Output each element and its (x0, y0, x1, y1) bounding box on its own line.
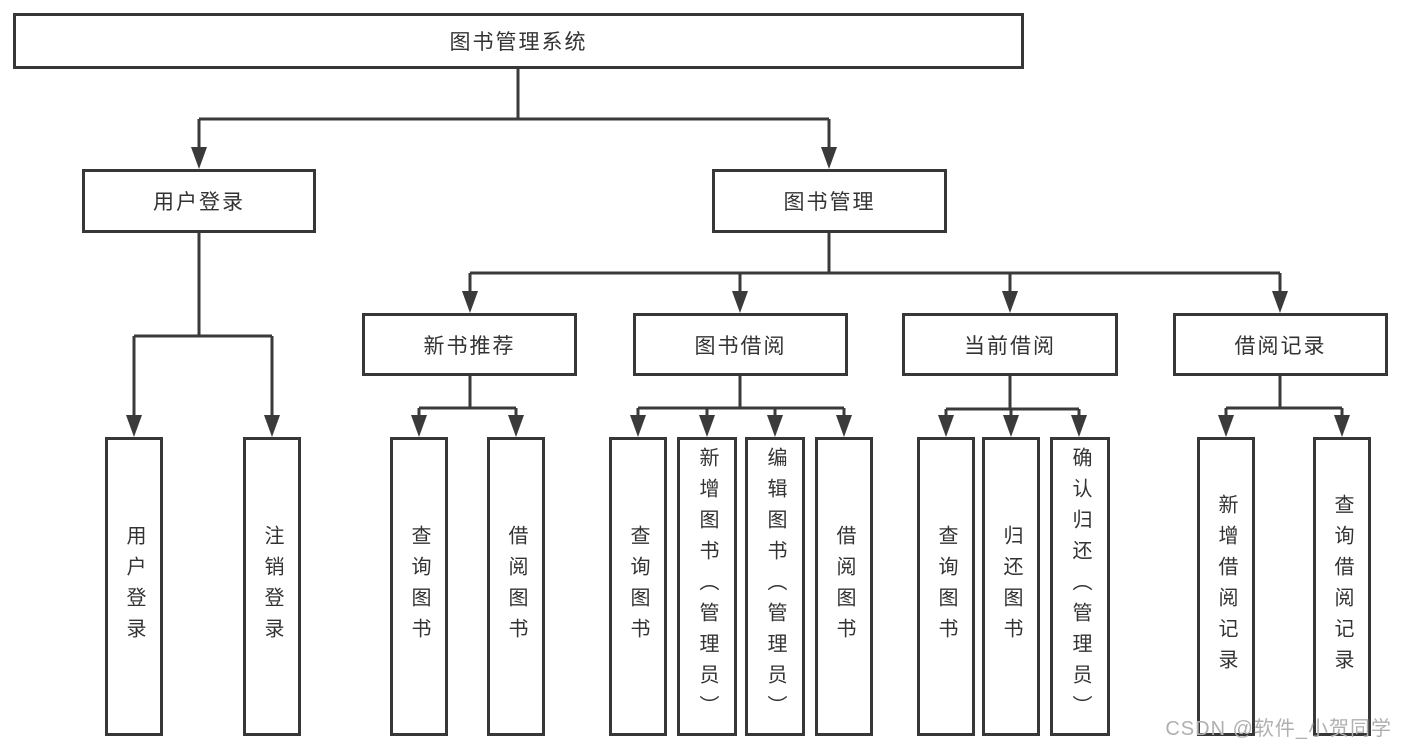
leaf-borrow-books: 借阅图书 (487, 437, 545, 736)
node-label: 编辑图书（管理员） (764, 447, 786, 726)
leaf-user-login: 用户登录 (105, 437, 163, 736)
leaf-query-books: 查询图书 (917, 437, 975, 736)
node-label: 用户登录 (123, 524, 145, 649)
node-label: 确认归还（管理员） (1069, 447, 1091, 726)
node-book-borrowing: 图书借阅 (633, 313, 848, 376)
leaf-edit-books-admin: 编辑图书（管理员） (745, 437, 805, 736)
node-label: 新书推荐 (423, 334, 516, 358)
node-label: 图书借阅 (694, 334, 787, 358)
leaf-confirm-return-admin: 确认归还（管理员） (1050, 437, 1110, 736)
node-label: 查询借阅记录 (1331, 493, 1353, 680)
node-label: 借阅图书 (833, 524, 855, 649)
connector-login-to-leaves (126, 233, 280, 437)
node-label: 新增借阅记录 (1215, 493, 1237, 680)
node-label: 用户登录 (153, 191, 245, 214)
leaf-query-books: 查询图书 (609, 437, 667, 736)
node-label: 新增图书（管理员） (696, 447, 718, 726)
connector-borrow-to-leaves (630, 376, 852, 437)
leaf-borrow-books: 借阅图书 (815, 437, 873, 736)
leaf-query-books: 查询图书 (390, 437, 448, 736)
connector-mgmt-to-level3 (462, 233, 1288, 313)
node-label: 借阅图书 (505, 524, 527, 649)
node-system-root: 图书管理系统 (13, 13, 1024, 69)
leaf-add-borrow-record: 新增借阅记录 (1197, 437, 1255, 736)
node-label: 查询图书 (408, 524, 430, 649)
connector-current-to-leaves (938, 376, 1087, 437)
node-label: 图书管理 (783, 191, 876, 214)
node-label: 查询图书 (627, 524, 649, 649)
node-label: 注销登录 (261, 524, 283, 649)
leaf-return-books: 归还图书 (982, 437, 1040, 736)
node-label: 当前借阅 (964, 334, 1056, 358)
leaf-query-borrow-record: 查询借阅记录 (1313, 437, 1371, 736)
node-label: 归还图书 (1000, 524, 1022, 649)
node-label: 图书管理系统 (449, 31, 588, 54)
csdn-watermark: CSDN @软件_小贺同学 (1165, 718, 1392, 740)
node-book-management: 图书管理 (712, 169, 947, 233)
connector-rec-to-leaves (411, 376, 524, 437)
node-label: 查询图书 (935, 524, 957, 649)
node-current-borrowing: 当前借阅 (902, 313, 1118, 376)
node-new-book-recommend: 新书推荐 (362, 313, 577, 376)
connector-root-to-level2 (191, 69, 837, 169)
connector-records-to-leaves (1218, 376, 1350, 437)
node-user-login: 用户登录 (82, 169, 316, 233)
leaf-add-books-admin: 新增图书（管理员） (677, 437, 737, 736)
node-label: 借阅记录 (1234, 334, 1327, 358)
node-borrowing-records: 借阅记录 (1173, 313, 1388, 376)
leaf-logout: 注销登录 (243, 437, 301, 736)
